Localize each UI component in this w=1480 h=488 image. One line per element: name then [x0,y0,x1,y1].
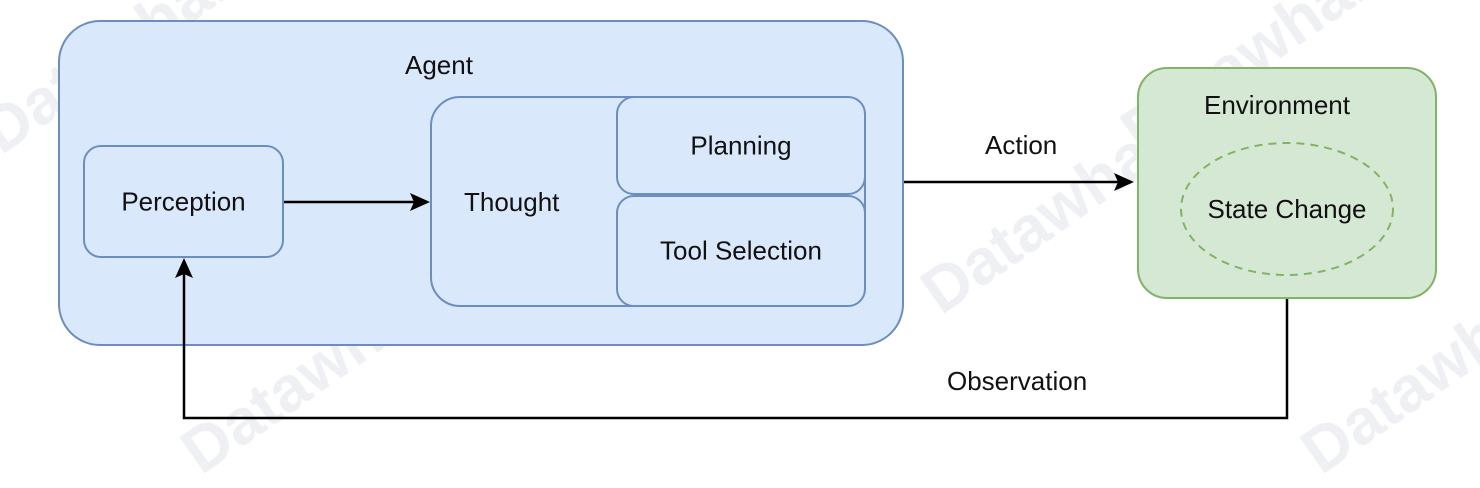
perception-node: Perception [83,145,284,258]
action-label: Action [985,130,1058,160]
thought-label: Thought [464,187,560,217]
planning-node: Planning [616,96,866,195]
environment-title: Environment [1204,90,1350,120]
tool-selection-label: Tool Selection [660,235,822,266]
observation-label: Observation [947,366,1088,396]
planning-label: Planning [690,130,792,160]
perception-label: Perception [121,186,246,216]
tool-selection-node: Tool Selection [616,195,866,307]
agent-title: Agent [405,50,473,80]
